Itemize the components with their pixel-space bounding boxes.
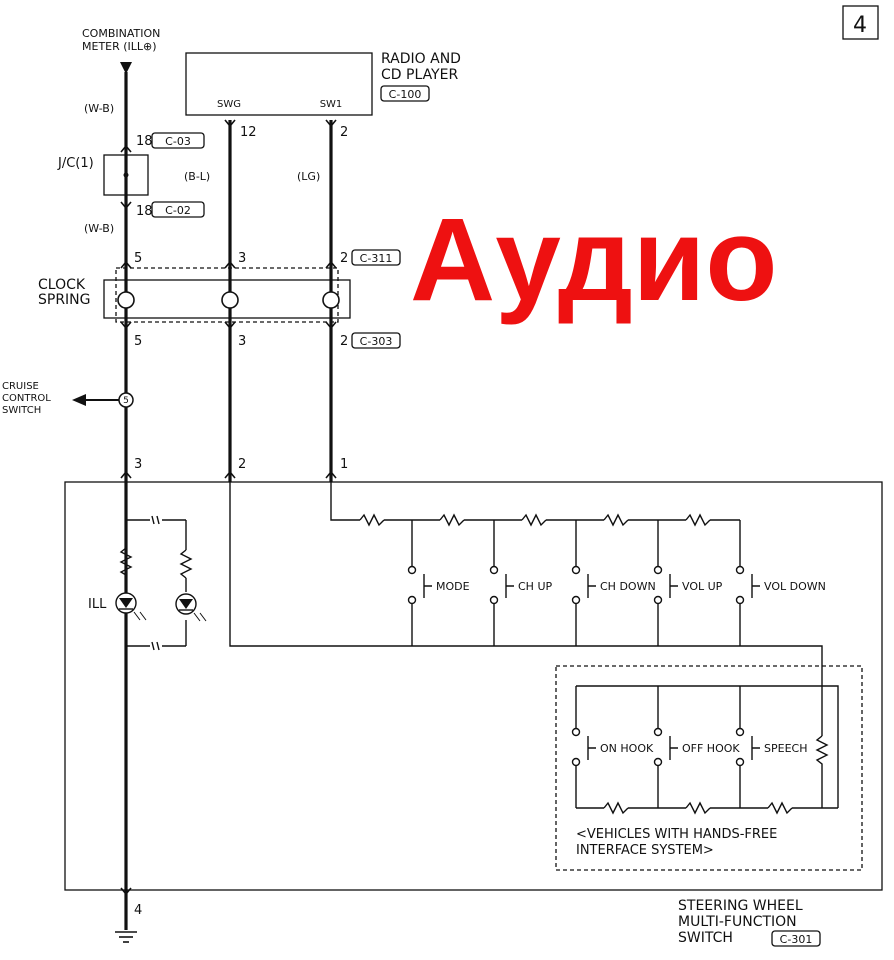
radio-cd-player-box (185, 52, 373, 116)
pin-2-radio: 2 (340, 125, 348, 140)
connector-marks (120, 119, 337, 896)
connector-c03: C-03 (165, 135, 191, 148)
pin-4-switch: 4 (134, 903, 142, 918)
steering-wheel-label: STEERING WHEEL (678, 898, 803, 914)
page-number-box (842, 5, 879, 40)
switch-vol-up-icon (653, 520, 678, 646)
pin-1-switch: 1 (340, 457, 348, 472)
radio-connector-box (380, 85, 430, 102)
joint-dot-icon (123, 172, 129, 178)
switch-ch-down-label: CH DOWN (600, 580, 656, 593)
switch-vol-down-icon (735, 520, 760, 646)
steering-switch-box (64, 481, 883, 891)
clock-label: CLOCK (38, 277, 86, 293)
wire-swg-bus (229, 482, 823, 736)
wire-color-wb-bottom: (W-B) (84, 222, 114, 235)
wire-color-bl: (B-L) (184, 170, 210, 183)
combination-meter-label-2: METER (ILL⊕) (82, 40, 157, 53)
ill-label: ILL (88, 597, 107, 612)
cruise-arrow-icon (72, 394, 86, 406)
connector-c303: C-303 (360, 335, 393, 348)
pin-18-bottom: 18 (136, 204, 153, 219)
clock-spring-box (103, 279, 351, 319)
speech-resistor-icon (815, 735, 829, 808)
combination-meter-label: COMBINATION (82, 27, 160, 40)
switch-ch-up-label: CH UP (518, 580, 553, 593)
pin-5-top: 5 (134, 251, 142, 266)
switch-label: SWITCH (678, 930, 733, 946)
ground-icon (115, 931, 137, 943)
cruise-label-2: CONTROL (2, 393, 51, 404)
ladder-resistors-icon (359, 513, 740, 527)
wire-color-lg: (LG) (297, 170, 320, 183)
swg-label: SWG (217, 99, 241, 110)
connector-c303-box (351, 332, 401, 349)
pin-2-top: 2 (340, 251, 348, 266)
switch-on-hook-icon (571, 686, 596, 808)
switch-mode-icon (407, 520, 432, 646)
wire-color-wb-top: (W-B) (84, 102, 114, 115)
connector-c03-box (151, 132, 205, 149)
ill-resistor-1-icon (119, 547, 133, 576)
hands-free-dashed-box (555, 665, 863, 871)
pin-3-top: 3 (238, 251, 246, 266)
pin-2-switch: 2 (238, 457, 246, 472)
pin-5-cruise: 5 (123, 396, 129, 406)
jc-label: J/C(1) (57, 156, 94, 171)
switch-off-hook-label: OFF HOOK (682, 742, 740, 755)
switch-ch-down-icon (571, 520, 596, 646)
connector-c301-box (771, 930, 821, 947)
meter-arrow-icon (120, 62, 132, 74)
switch-mode-label: MODE (436, 580, 470, 593)
connector-c02: C-02 (165, 204, 191, 217)
spring-label: SPRING (38, 292, 91, 308)
connector-c311-box (351, 249, 401, 266)
switch-vol-down-label: VOL DOWN (764, 580, 826, 593)
cruise-pin-circle (118, 392, 134, 408)
pin-12: 12 (240, 125, 257, 140)
clock-spring-coils-icon (117, 291, 340, 309)
pin-18-top: 18 (136, 134, 153, 149)
audio-overlay-title: Аудио (410, 194, 777, 326)
hands-free-label-2: INTERFACE SYSTEM> (576, 843, 714, 858)
pin-2-bottom: 2 (340, 334, 348, 349)
radio-label-2: CD PLAYER (381, 67, 458, 83)
hands-free-label: <VEHICLES WITH HANDS-FREE (576, 827, 777, 842)
ill-led-1-icon (115, 592, 147, 621)
multi-function-label: MULTI-FUNCTION (678, 914, 797, 930)
switch-on-hook-label: ON HOOK (600, 742, 654, 755)
connector-c02-box (151, 201, 205, 218)
ill-resistor-2-icon (179, 549, 193, 579)
sw1-label: SW1 (320, 99, 343, 110)
switch-ch-up-icon (489, 520, 514, 646)
switch-off-hook-icon (653, 686, 678, 808)
cruise-label-3: SWITCH (2, 405, 41, 416)
page-number: 4 (853, 13, 867, 38)
cruise-label: CRUISE (2, 381, 39, 392)
switch-speech-label: SPEECH (764, 742, 807, 755)
ill-led-2-icon (175, 593, 207, 622)
switch-speech-icon (735, 686, 760, 808)
joint-connector-box (103, 154, 149, 196)
pin-3-bottom: 3 (238, 334, 246, 349)
pin-3-switch: 3 (134, 457, 142, 472)
connector-c301: C-301 (780, 933, 813, 946)
connector-c311: C-311 (360, 252, 393, 265)
switch-vol-up-label: VOL UP (682, 580, 723, 593)
pin-5-bottom: 5 (134, 334, 142, 349)
radio-label: RADIO AND (381, 51, 461, 67)
radio-connector: C-100 (389, 88, 422, 101)
